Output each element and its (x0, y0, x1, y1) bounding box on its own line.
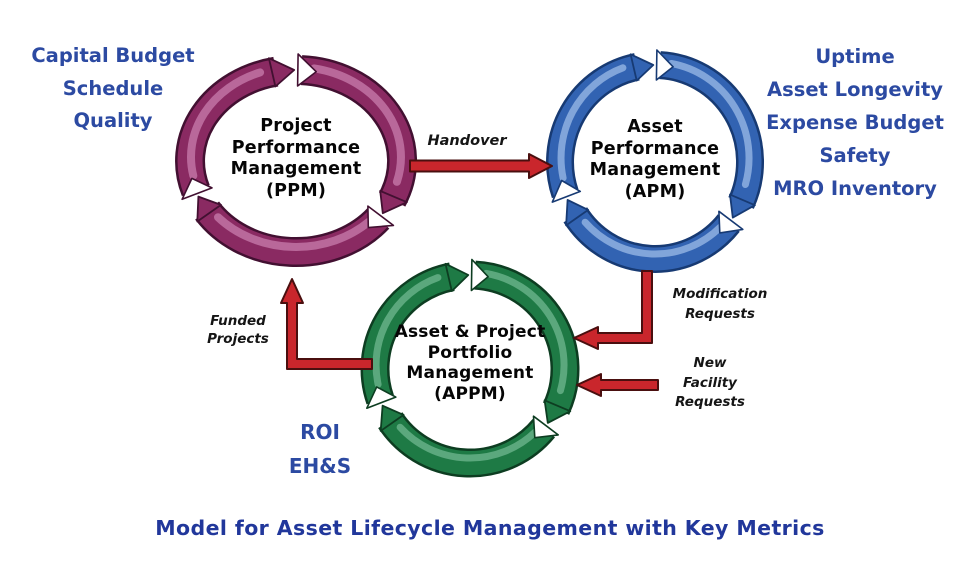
ppm-label-line: Project (260, 116, 332, 136)
new-facility-label-line: New (693, 355, 727, 371)
ppm-label-line: (PPM) (265, 180, 327, 201)
handover-flow-label: Handover (402, 131, 532, 151)
metric-safety: Safety (819, 144, 891, 167)
appm-label-line: (APPM) (434, 383, 506, 404)
appm-node-label: Asset & Project Portfolio Management (AP… (370, 322, 570, 404)
metric-expense-budget: Expense Budget (766, 111, 944, 134)
appm-cycle-ring (360, 258, 580, 478)
appm-label-line: Asset & Project (394, 322, 546, 342)
apm-metrics-list: Uptime Asset Longevity Expense Budget Sa… (755, 40, 955, 205)
metric-quality: Quality (73, 109, 153, 133)
ppm-label-line: Performance (231, 137, 361, 158)
modification-requests-flow-label: Modification Requests (650, 285, 790, 324)
ppm-metrics-list: Capital Budget Schedule Quality (13, 40, 213, 138)
apm-label-line: Performance (590, 138, 720, 159)
metric-capital-budget: Capital Budget (31, 44, 195, 67)
appm-label-line: Management (406, 363, 534, 383)
metric-uptime: Uptime (815, 45, 895, 68)
funded-projects-flow-label: Funded Projects (178, 313, 298, 348)
apm-label-line: Management (589, 160, 721, 180)
diagram-title: Model for Asset Lifecycle Management wit… (155, 516, 825, 540)
metric-asset-longevity: Asset Longevity (767, 78, 943, 101)
appm-metrics-list: ROI EH&S (270, 415, 370, 483)
funded-label-line: Projects (207, 330, 269, 347)
handover-label-text: Handover (427, 133, 507, 149)
new-facility-label-line: Requests (675, 394, 745, 410)
apm-label-line: Asset (627, 117, 683, 137)
funded-label-line: Funded (210, 313, 266, 329)
funded-projects-arrow (280, 278, 373, 370)
metric-ehs: EH&S (288, 454, 352, 478)
ppm-cycle-ring (175, 53, 418, 268)
metric-roi: ROI (300, 420, 340, 444)
appm-label-line: Portfolio (427, 342, 513, 363)
apm-label-line: (APM) (624, 181, 686, 202)
apm-node-label: Asset Performance Management (APM) (555, 117, 755, 203)
modification-label-line: Requests (685, 305, 755, 322)
modification-label-line: Modification (672, 286, 768, 302)
new-facility-label-line: Facility (683, 374, 737, 391)
apm-cycle-ring (546, 49, 764, 273)
metric-schedule: Schedule (62, 76, 164, 100)
ppm-node-label: Project Performance Management (PPM) (196, 116, 396, 202)
new-facility-requests-flow-label: New Facility Requests (645, 354, 775, 413)
ppm-label-line: Management (230, 159, 362, 179)
new-facility-requests-arrow (576, 373, 659, 397)
handover-arrow (409, 153, 553, 179)
metric-mro-inventory: MRO Inventory (773, 177, 937, 200)
modification-requests-arrow (573, 270, 653, 350)
